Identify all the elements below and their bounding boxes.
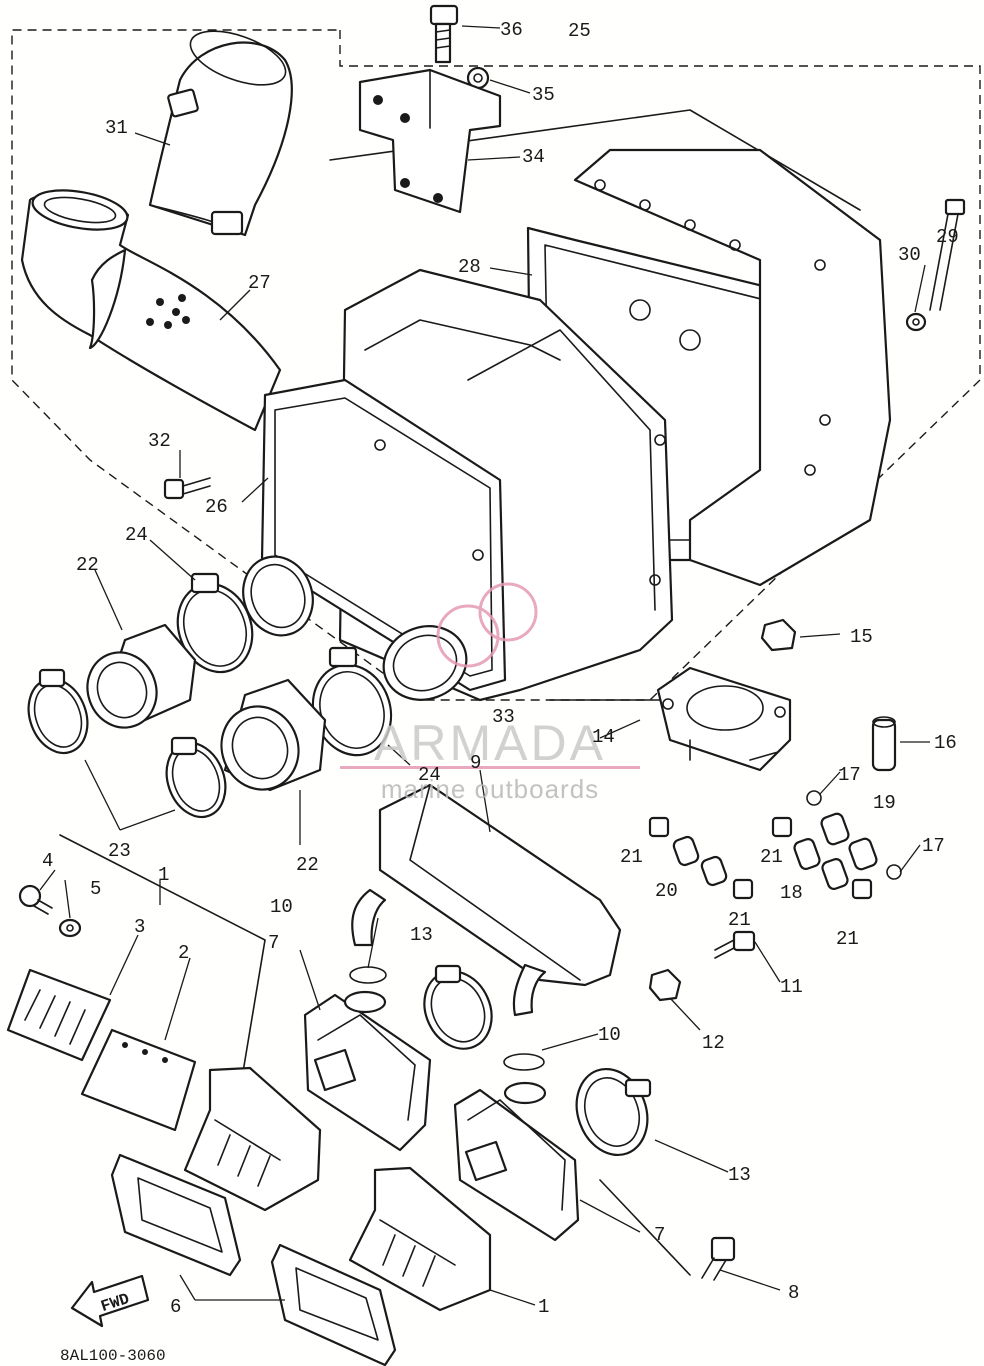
part-10-oring-left (349, 966, 387, 984)
callout-label: 3 (134, 916, 145, 938)
part-4-screw (18, 884, 53, 915)
watermark-brand: ARMADA (374, 715, 606, 771)
part-36-bolt (429, 4, 459, 64)
callout-label: 1 (538, 1296, 549, 1318)
callout-label: 2 (178, 942, 189, 964)
part-29-screw (929, 198, 966, 311)
part-6-gasket-lower (270, 1243, 397, 1366)
part-20-hose (672, 835, 728, 887)
leader-lines (39, 25, 930, 1306)
callout-label: 16 (934, 732, 957, 754)
callout-labels: 1 1 2 3 4 5 6 7 7 8 9 10 10 11 12 13 13 … (42, 19, 959, 1318)
part-1-reed-valve-upper (183, 1066, 322, 1212)
callout-label: 5 (90, 878, 101, 900)
part-15-nut (760, 618, 797, 652)
part-11-bolt (714, 930, 756, 959)
part-9-silencer (351, 783, 622, 1017)
callout-label: 22 (76, 554, 99, 576)
part-7-adapter-lower (453, 1081, 580, 1242)
part-23-clamp-upper (27, 668, 89, 755)
callout-label: 34 (522, 146, 545, 168)
callout-label: 12 (702, 1032, 725, 1054)
callout-label: 19 (873, 792, 896, 814)
callout-label: 22 (296, 854, 319, 876)
callout-label: 11 (780, 976, 803, 998)
callout-label: 21 (836, 928, 859, 950)
callout-label: 10 (598, 1024, 621, 1046)
callout-label: 14 (592, 726, 615, 748)
callout-label: 7 (654, 1224, 665, 1246)
callout-label: 24 (418, 764, 441, 786)
callout-label: 24 (125, 524, 148, 546)
callout-label: 1 (158, 864, 169, 886)
callout-label: 21 (760, 846, 783, 868)
part-7-adapter-upper (303, 990, 432, 1152)
part-2-reed-stopper (80, 1028, 197, 1132)
callout-label: 13 (410, 924, 433, 946)
part-13-clamp-upper (423, 964, 493, 1050)
callout-label: 18 (780, 882, 803, 904)
callout-label: 8 (788, 1282, 799, 1304)
part-1-reed-valve-lower (348, 1166, 492, 1312)
callout-label: 28 (458, 256, 481, 278)
part-18-hose (793, 838, 849, 890)
callout-label: 21 (728, 909, 751, 931)
callout-label: 29 (936, 226, 959, 248)
callout-label: 9 (470, 752, 481, 774)
callout-label: 32 (148, 430, 171, 452)
part-17-clip-lower (886, 864, 902, 880)
watermark: ARMADA marine outboards (340, 582, 640, 804)
part-26-air-box (260, 268, 674, 702)
callout-label: 17 (838, 764, 861, 786)
callout-label: 13 (728, 1164, 751, 1186)
assembly-boundary (11, 29, 981, 701)
callout-label: 33 (492, 706, 515, 728)
callout-label: 10 (270, 896, 293, 918)
part-24-clamp-upper (176, 572, 254, 674)
callout-label: 30 (898, 244, 921, 266)
callout-label: 17 (922, 835, 945, 857)
callout-label: 36 (500, 19, 523, 41)
part-3-reed-petal (6, 968, 112, 1062)
part-5-washer (58, 918, 82, 938)
part-27-intake-tube (20, 189, 282, 432)
part-25-filter-cover (573, 148, 892, 587)
part-13-clamp-lower (575, 1067, 652, 1157)
part-32-screw (163, 477, 211, 500)
part-17-clip-upper (806, 790, 822, 806)
part-22-boot-lower (220, 678, 327, 792)
callout-label: 7 (268, 932, 279, 954)
callout-label: 23 (108, 840, 131, 862)
watermark-tagline: marine outboards (381, 774, 599, 804)
part-14-manifold-plate (656, 666, 792, 772)
part-22-boot-upper (86, 623, 197, 729)
part-34-bracket (358, 68, 502, 214)
callout-label: 25 (568, 20, 591, 42)
part-6-gasket-upper (110, 1153, 242, 1277)
part-30-washer (905, 312, 927, 332)
part-31-intake-duct (148, 30, 293, 237)
forward-direction-badge: FWD (70, 1274, 150, 1328)
callout-label: 15 (850, 626, 873, 648)
part-16-sleeve (871, 716, 897, 772)
part-21-clamps (648, 816, 873, 900)
callout-label: 4 (42, 850, 53, 872)
part-33-boot-upper (242, 555, 468, 701)
callout-label: 27 (248, 272, 271, 294)
part-12-nut (648, 968, 682, 1002)
callout-label: 6 (170, 1296, 181, 1318)
callout-label: 26 (205, 496, 228, 518)
diagram-code: 8AL100-3060 (60, 1347, 166, 1365)
callout-label: 20 (655, 880, 678, 902)
part-10-oring-right (503, 1053, 545, 1071)
callout-label: 21 (620, 846, 643, 868)
callout-label: 31 (105, 117, 128, 139)
part-19-hose (820, 812, 878, 871)
callout-label: 35 (532, 84, 555, 106)
part-23-clamp-lower (165, 736, 227, 819)
